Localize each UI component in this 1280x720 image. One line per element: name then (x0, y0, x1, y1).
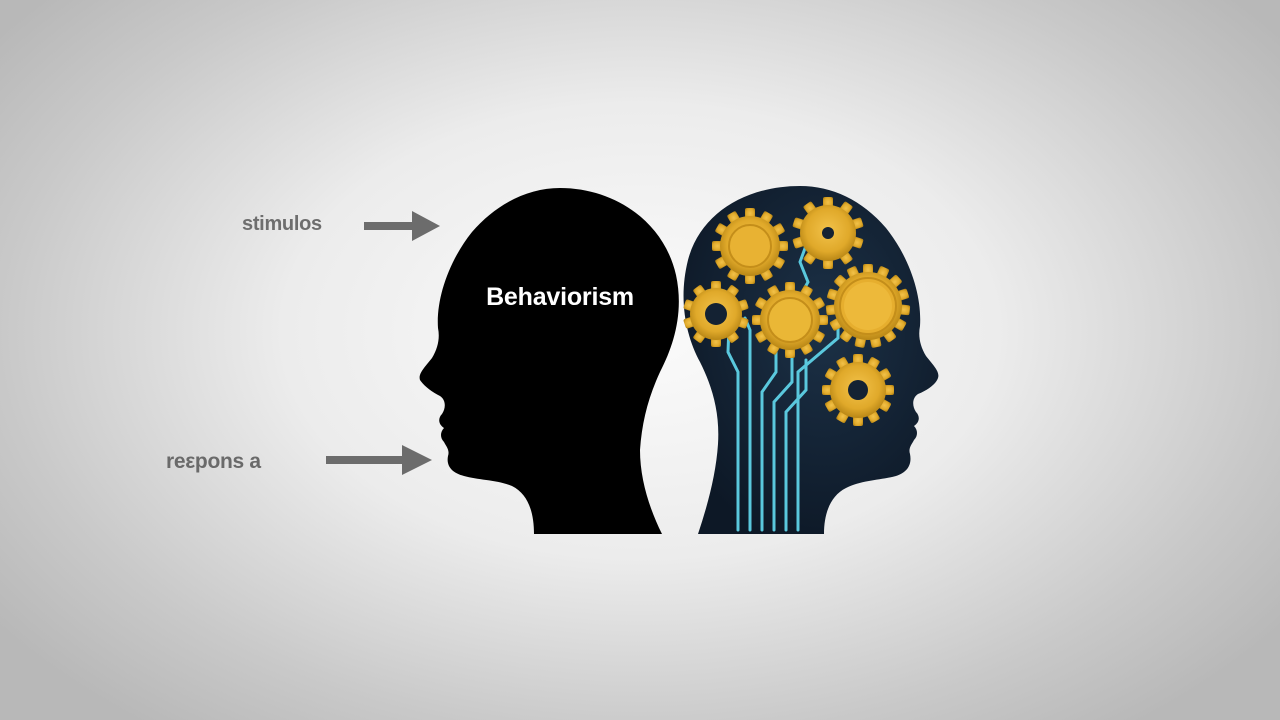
behaviorism-title: Behaviorism (486, 283, 634, 311)
gear-top-right (792, 197, 864, 269)
gear-center (752, 282, 828, 358)
stimulus-label: stimulos (242, 213, 322, 235)
gear-top-left (712, 208, 788, 284)
gear-middle-left (683, 281, 749, 347)
response-label: reεpons a (166, 450, 261, 473)
gear-right-large (825, 264, 911, 348)
gear-lower (822, 354, 894, 426)
stimulus-arrow-icon (364, 211, 440, 241)
response-arrow-icon (326, 445, 432, 475)
left-head-silhouette (419, 188, 679, 534)
